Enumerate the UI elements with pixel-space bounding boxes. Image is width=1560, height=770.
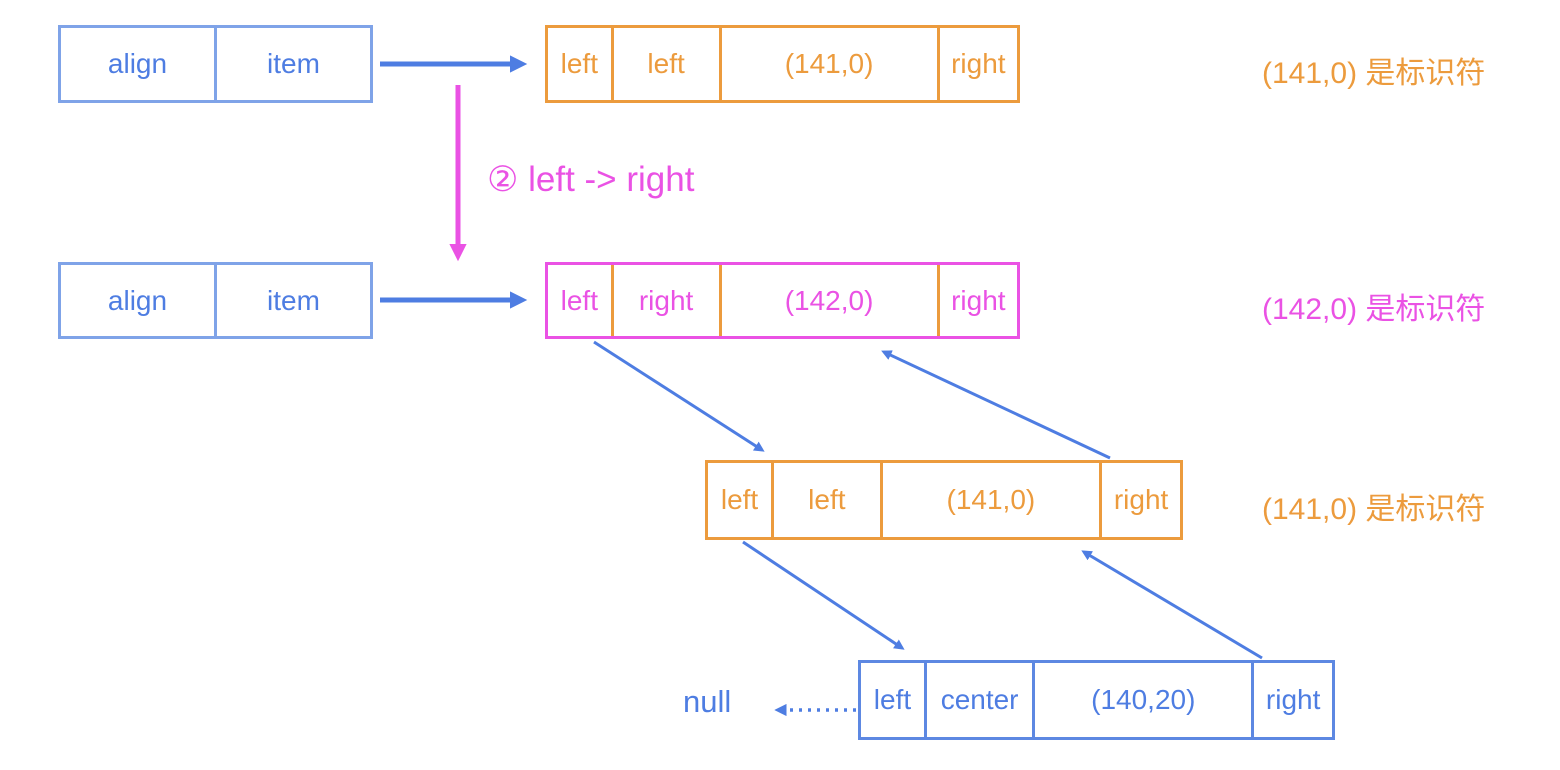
node141mid-cell-left: left: [708, 463, 775, 537]
node141top-cell-id: (141,0): [722, 28, 940, 100]
node141top-cell-right: right: [951, 48, 1006, 79]
annotation-142: (142,0) 是标识符: [1262, 293, 1486, 326]
pointer2-cell-align: align: [61, 265, 217, 336]
node142-cell-left: left: [548, 265, 614, 336]
arrow-node141-left-to-node140: [742, 540, 905, 650]
node-142: left right (142,0) right: [545, 262, 1020, 339]
node142-cell-id: (142,0): [722, 265, 940, 336]
annotation-141-top: (141,0) 是标识符: [1262, 57, 1486, 90]
arrow-node142-left-to-node141: [593, 340, 765, 452]
node140-cell-left: left: [861, 663, 927, 737]
node141top-cell-left: left: [548, 28, 614, 100]
arrow-node141-up-to-node142: [881, 350, 1111, 460]
node140-cell-right: right: [1265, 684, 1321, 715]
node141mid-cell-id: (141,0): [883, 463, 1103, 537]
node-140: left center (140,20) right: [858, 660, 1335, 740]
node141mid-cell-slot: left: [774, 463, 883, 537]
node141top-cell-slot: left: [614, 28, 722, 100]
node140-cell-id: (140,20): [1035, 663, 1255, 737]
arrow-node140-up-to-node141: [1081, 550, 1263, 660]
annotation-141-mid: (141,0) 是标识符: [1262, 493, 1486, 526]
node142-cell-slot: right: [614, 265, 722, 336]
pointer-box-1: align item: [58, 25, 373, 103]
node140-cell-slot: center: [927, 663, 1036, 737]
node141mid-cell-right: right: [1113, 484, 1169, 515]
pointer1-cell-item: item: [267, 48, 320, 79]
pointer-box-2: align item: [58, 262, 373, 339]
null-label: null: [683, 684, 732, 719]
node-141-mid: left left (141,0) right: [705, 460, 1183, 540]
pointer1-cell-align: align: [61, 28, 217, 100]
node-141-top: left left (141,0) right: [545, 25, 1020, 103]
step-label: ② left -> right: [487, 160, 695, 199]
pointer2-cell-item: item: [267, 284, 320, 316]
node142-cell-right: right: [951, 284, 1006, 316]
